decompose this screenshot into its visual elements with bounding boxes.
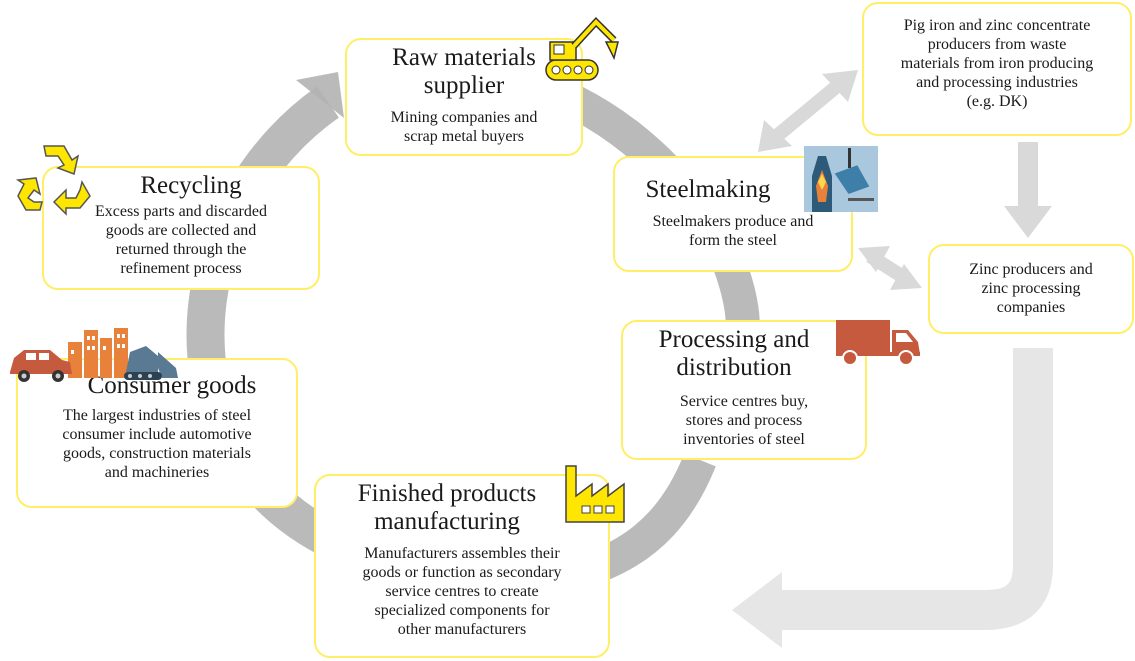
raw-materials-box: Raw materials supplier Mining companies … [345, 38, 583, 156]
zinc-line3: companies [996, 299, 1066, 316]
recycling-desc-line3: returned through the [115, 241, 247, 258]
pig-iron-line4: and processing industries [916, 74, 1078, 91]
finished-products-title-line1: Finished products [357, 480, 537, 507]
down-arrow-zinc [1004, 142, 1052, 238]
finished-products-desc-line3: service centres to create [385, 583, 539, 600]
raw-materials-title-line2: supplier [423, 72, 505, 99]
processing-box: Processing and distribution Service cent… [621, 320, 867, 460]
zinc-line2: zinc processing [981, 280, 1081, 297]
steel-furnace-icon [804, 146, 878, 212]
consumer-goods-desc-line2: consumer include automotive [62, 426, 252, 443]
recycling-box: Recycling Excess parts and discarded goo… [42, 166, 320, 290]
consumer-goods-desc-line4: and machineries [104, 464, 210, 481]
consumer-goods-desc-line3: goods, construction materials [63, 445, 251, 462]
double-arrow-pigiron [758, 70, 858, 152]
zinc-line1: Zinc producers and [969, 261, 1093, 278]
finished-products-box: Finished products manufacturing Manufact… [314, 474, 610, 658]
finished-products-desc-line5: other manufacturers [397, 621, 527, 638]
raw-materials-desc-line2: scrap metal buyers [404, 128, 524, 145]
recycling-desc-line2: goods are collected and [105, 222, 257, 239]
processing-title-line2: distribution [676, 354, 792, 381]
recycle-icon [15, 145, 91, 216]
raw-materials-desc-line1: Mining companies and [390, 109, 538, 126]
factory-icon [565, 465, 625, 523]
processing-title-line1: Processing and [658, 326, 810, 353]
steelmaking-desc-line2: form the steel [689, 232, 777, 249]
steelmaking-desc-line1: Steelmakers produce and [652, 213, 814, 230]
pig-iron-box: Pig iron and zinc concentrate producers … [862, 2, 1132, 136]
recycling-desc-line4: refinement process [120, 260, 242, 277]
car-buildings-bulldozer-icon [10, 328, 178, 382]
consumer-goods-box: Consumer goods The largest industries of… [16, 358, 298, 508]
processing-desc-line2: stores and process [685, 412, 803, 429]
finished-products-title-line2: manufacturing [374, 508, 520, 535]
pig-iron-line5: (e.g. DK) [966, 93, 1028, 110]
steelmaking-title: Steelmaking [645, 176, 771, 203]
zinc-producers-box: Zinc producers and zinc processing compa… [928, 244, 1134, 334]
pig-iron-line2: producers from waste [927, 36, 1067, 53]
cycle-arrowhead [296, 72, 344, 118]
pig-iron-line1: Pig iron and zinc concentrate [903, 17, 1091, 34]
finished-products-desc-line1: Manufacturers assembles their [364, 545, 560, 562]
pig-iron-line3: materials from iron producing [900, 55, 1094, 72]
finished-products-desc-line4: specialized components for [374, 602, 550, 619]
raw-materials-title-line1: Raw materials [392, 44, 536, 71]
cycle-arrow-lower [593, 453, 716, 581]
return-arrow [732, 348, 1053, 648]
processing-desc-line1: Service centres buy, [679, 393, 809, 410]
recycling-title: Recycling [140, 172, 242, 199]
excavator-icon [545, 16, 619, 81]
delivery-truck-icon [836, 320, 920, 366]
processing-desc-line3: inventories of steel [683, 431, 805, 448]
consumer-goods-desc-line1: The largest industries of steel [62, 407, 252, 424]
finished-products-desc-line2: goods or function as secondary [362, 564, 562, 581]
recycling-desc-line1: Excess parts and discarded [95, 203, 267, 220]
double-arrow-zinc [858, 246, 922, 290]
